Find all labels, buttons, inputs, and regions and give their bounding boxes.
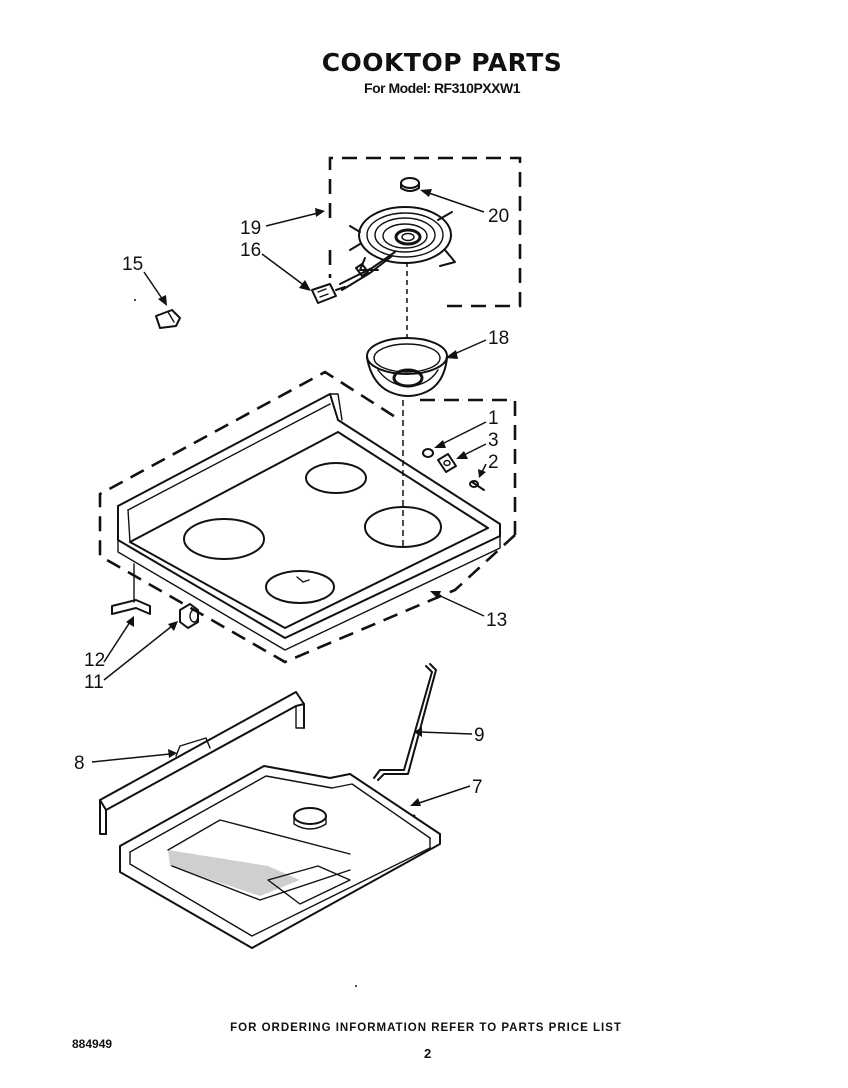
part-8-front-strip [99, 691, 305, 835]
part-12-hinge-bracket [111, 563, 151, 615]
page-title: COOKTOP PARTS [321, 48, 563, 77]
part-16-terminal-block [311, 251, 396, 304]
model-subtitle: For Model: RF310PXXW1 [364, 80, 520, 96]
callout-11: 11 [84, 672, 104, 693]
callout-16: 16 [240, 240, 261, 261]
part-7-burner-box [119, 765, 441, 987]
callout-20: 20 [488, 206, 509, 227]
callout-12: 12 [84, 650, 105, 671]
part-13-cooktop [117, 393, 501, 651]
part-9-support-rod [373, 663, 437, 781]
part-1-nut [422, 448, 434, 458]
callout-9: 9 [474, 725, 485, 746]
callout-1: 1 [488, 408, 499, 429]
callout-8: 8 [74, 753, 85, 774]
part-11-bumper [179, 603, 199, 629]
part-20-cap [400, 177, 420, 192]
part-18-drip-bowl [366, 337, 448, 397]
callout-19: 19 [240, 218, 261, 239]
ordering-note: FOR ORDERING INFORMATION REFER TO PARTS … [230, 1022, 622, 1034]
callout-3: 3 [488, 430, 499, 451]
part-2-screw [469, 480, 485, 491]
cooktop-assembly-dashed-box [98, 370, 517, 664]
element-assembly-dashed-box [328, 156, 522, 308]
leader-lines [91, 189, 487, 806]
callout-15: 15 [122, 254, 143, 275]
callout-13: 13 [486, 610, 507, 631]
document-number: 884949 [72, 1037, 113, 1051]
callout-2: 2 [488, 452, 499, 473]
part-19-surface-element [349, 206, 456, 271]
page-number: 2 [424, 1046, 432, 1061]
part-3-bracket [437, 453, 457, 473]
callout-7: 7 [472, 777, 483, 798]
callout-18: 18 [488, 328, 509, 349]
part-15-clip [134, 299, 181, 329]
